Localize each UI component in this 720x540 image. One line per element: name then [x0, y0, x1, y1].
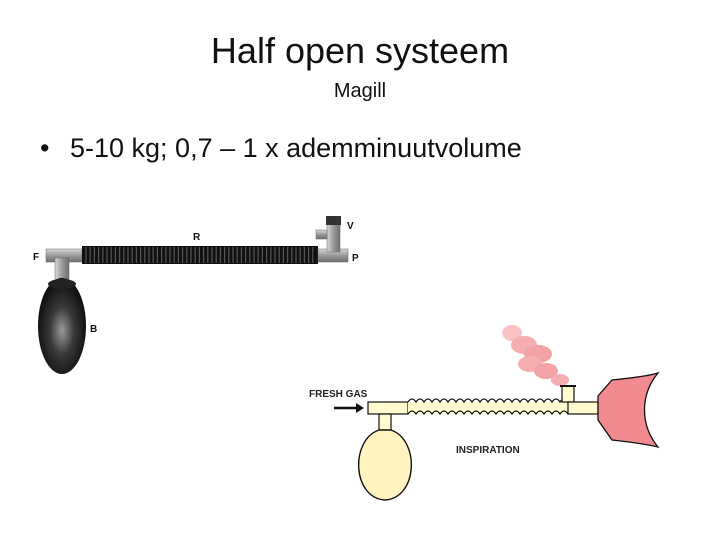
bullet-text: 5-10 kg; 0,7 – 1 x ademminuutvolume — [70, 133, 522, 163]
label-b: B — [90, 324, 97, 335]
valve-cap — [326, 216, 341, 225]
label-f: F — [33, 252, 39, 263]
label-v: V — [347, 221, 354, 232]
tube-wave-top — [407, 398, 569, 404]
inspiration-tube — [408, 402, 568, 414]
valve-side-port — [315, 229, 328, 240]
label-fresh-gas: FRESH GAS — [309, 389, 368, 400]
inlet-tube — [367, 401, 409, 415]
label-r: R — [193, 232, 201, 243]
label-inspiration: INSPIRATION — [456, 445, 520, 456]
exhaust-cloud — [502, 325, 569, 386]
slide-subtitle: Magill — [333, 80, 387, 102]
tube-wave-bottom — [407, 410, 569, 416]
yellow-bag — [358, 429, 412, 501]
bullet-dot: • — [40, 133, 50, 163]
face-mask — [597, 371, 660, 449]
mask-connector — [567, 401, 599, 415]
label-p: P — [352, 253, 359, 264]
arrow-head — [356, 403, 364, 413]
slide-title: Half open systeem — [210, 30, 510, 71]
tube-ribs — [85, 247, 314, 263]
expiratory-valve — [561, 385, 575, 403]
bullet-item: • 5-10 kg; 0,7 – 1 x ademminuutvolume — [40, 133, 522, 164]
bag-collar — [48, 279, 76, 289]
reservoir-bag — [38, 278, 86, 374]
